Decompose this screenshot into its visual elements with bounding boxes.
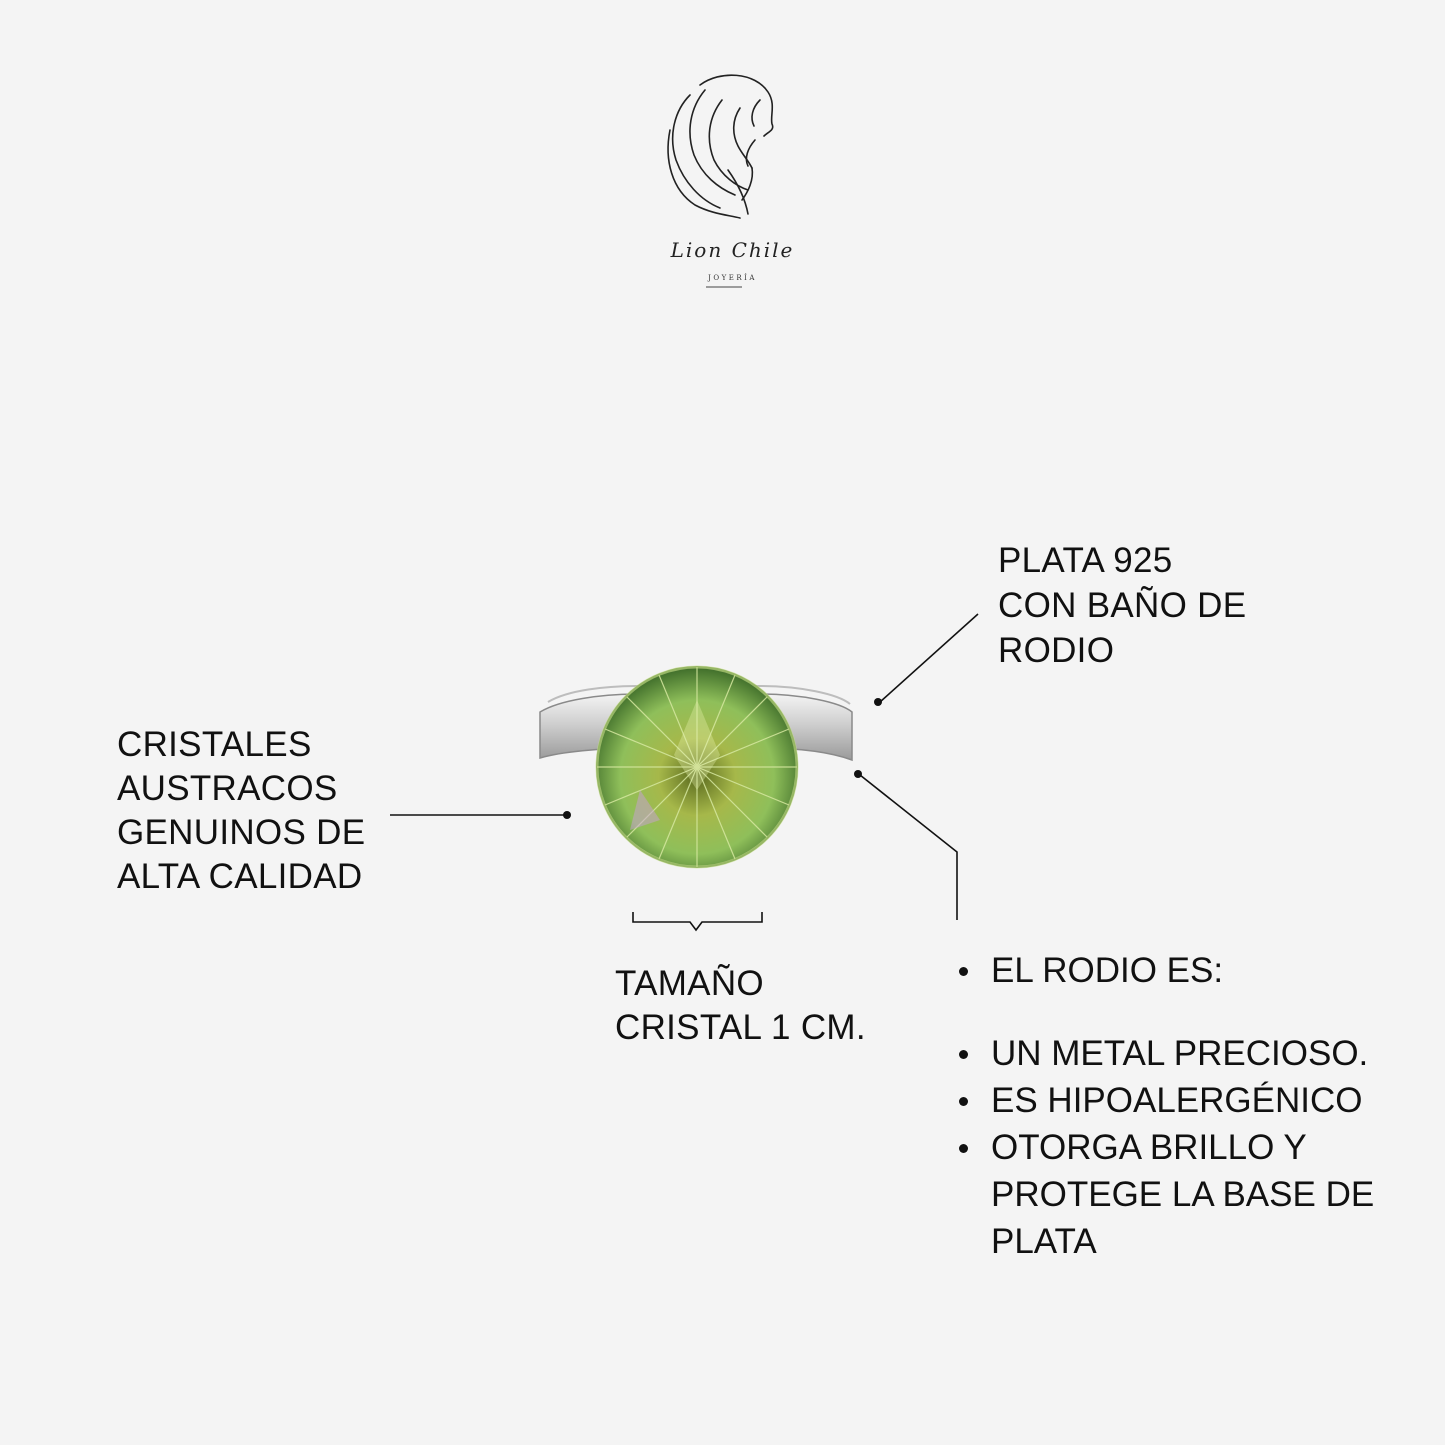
material-line: CON BAÑO DE [998, 586, 1247, 625]
crystals-line: CRISTALES [117, 725, 312, 764]
rhodium-properties-list: UN METAL PRECIOSO. ES HIPOALERGÉNICO OTO… [955, 1030, 1411, 1265]
logo-brand-name: Lion Chile [670, 238, 795, 262]
list-item: OTORGA BRILLO Y PROTEGE LA BASE DE PLATA [955, 1124, 1411, 1265]
material-line: PLATA 925 [998, 541, 1173, 580]
logo-subtitle: JOYERÍA [708, 274, 757, 282]
crystals-line: AUSTRACOS [117, 769, 338, 808]
crystals-line: ALTA CALIDAD [117, 857, 363, 896]
crystals-line: GENUINOS DE [117, 813, 366, 852]
rhodium-heading-list: EL RODIO ES: [955, 947, 1411, 994]
material-annotation: PLATA 925 CON BAÑO DE RODIO [998, 538, 1246, 673]
material-line: RODIO [998, 631, 1115, 670]
list-item: UN METAL PRECIOSO. [955, 1030, 1411, 1077]
size-line: TAMAÑO [615, 964, 764, 1003]
size-annotation: TAMAÑO CRISTAL 1 CM. [615, 962, 866, 1050]
crystals-annotation: CRISTALES AUSTRACOS GENUINOS DE ALTA CAL… [117, 723, 365, 899]
list-item: ES HIPOALERGÉNICO [955, 1077, 1411, 1124]
ring-illustration [539, 665, 853, 869]
size-line: CRISTAL 1 CM. [615, 1008, 866, 1047]
rhodium-heading: EL RODIO ES: [955, 947, 1411, 994]
